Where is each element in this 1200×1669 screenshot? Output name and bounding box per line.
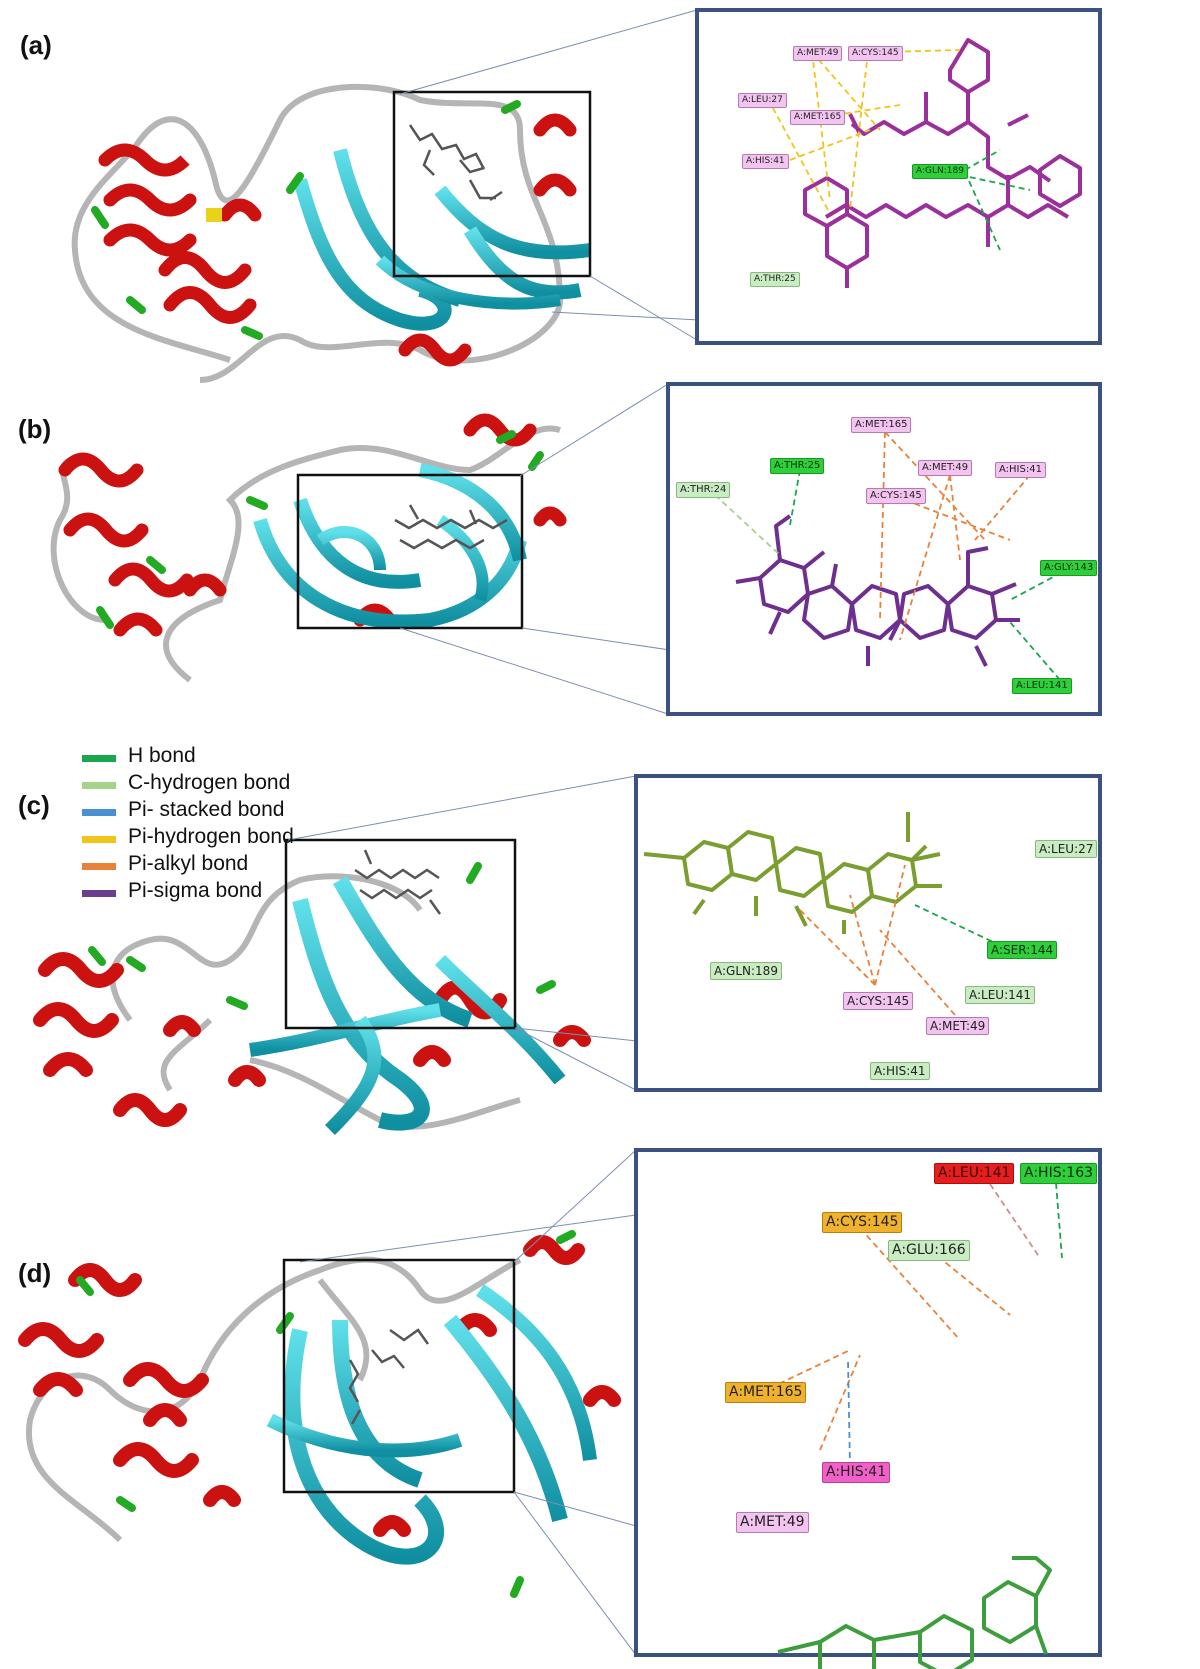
residue-label: A:HIS:163 [1020, 1163, 1097, 1184]
residue-label: A:MET:49 [918, 460, 972, 476]
residue-label: A:CYS:145 [848, 46, 903, 61]
legend-swatch [82, 782, 116, 789]
residue-label: A:THR:25 [770, 458, 824, 474]
residue-label: A:HIS:41 [822, 1462, 890, 1483]
residue-label: A:MET:49 [926, 1017, 989, 1035]
residue-label: A:GLY:143 [1040, 560, 1097, 576]
residue-label: A:LEU:27 [1035, 840, 1097, 858]
legend-label: C-hydrogen bond [128, 771, 290, 795]
residue-label: A:LEU:141 [934, 1163, 1014, 1184]
inset-c [636, 776, 1100, 1090]
residue-label: A:LEU:141 [1012, 678, 1072, 694]
residue-label: A:SER:144 [987, 941, 1057, 959]
residue-label: A:HIS:41 [742, 154, 789, 169]
legend-label: Pi- stacked bond [128, 798, 284, 822]
residue-label: A:CYS:145 [866, 488, 926, 504]
protein-structure-a [75, 87, 590, 380]
legend-label: Pi-sigma bond [128, 879, 262, 903]
residue-label: A:THR:24 [676, 482, 730, 498]
residue-label: A:MET:165 [790, 110, 845, 125]
legend-swatch [82, 836, 116, 843]
residue-label: A:MET:49 [736, 1512, 809, 1533]
inset-b [668, 384, 1100, 714]
residue-label: A:MET:165 [725, 1382, 806, 1403]
residue-label: A:GLN:189 [912, 164, 968, 179]
residue-label: A:HIS:41 [870, 1062, 930, 1080]
legend-label: H bond [128, 744, 196, 768]
legend-label: Pi-alkyl bond [128, 852, 248, 876]
legend-label: Pi-hydrogen bond [128, 825, 294, 849]
residue-label: A:GLN:189 [710, 962, 782, 980]
protein-structure-c [40, 850, 584, 1130]
legend-swatch [82, 863, 116, 870]
legend-swatch [82, 890, 116, 897]
residue-label: A:MET:49 [793, 46, 842, 61]
legend-swatch [82, 809, 116, 816]
legend-swatch [82, 755, 116, 762]
residue-label: A:THR:25 [750, 272, 800, 287]
protein-structure-b [54, 420, 560, 680]
residue-label: A:MET:165 [851, 417, 911, 433]
residue-label: A:CYS:145 [843, 992, 913, 1010]
protein-structure-d [25, 1234, 614, 1594]
residue-label: A:GLU:166 [888, 1240, 970, 1261]
residue-label: A:HIS:41 [995, 462, 1046, 478]
residue-label: A:LEU:141 [965, 986, 1035, 1004]
residue-label: A:CYS:145 [822, 1212, 902, 1233]
residue-label: A:LEU:27 [738, 93, 787, 108]
